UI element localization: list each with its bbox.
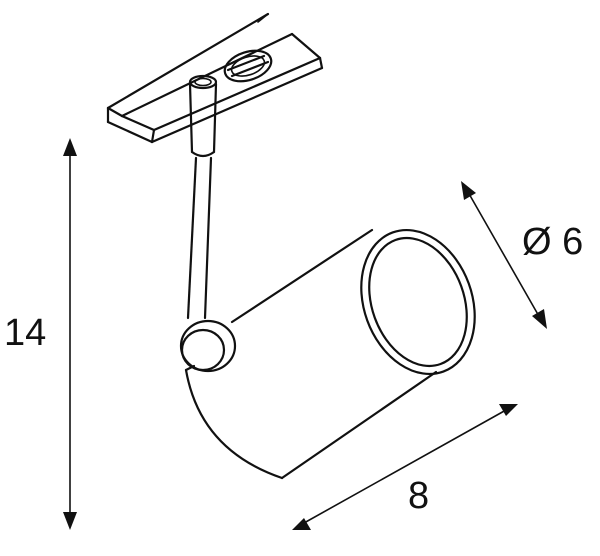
track-rail: [106, 12, 324, 144]
arrow-up-left-icon: [461, 181, 476, 200]
diameter-dimension: [461, 181, 547, 329]
lamp-cylinder: [184, 228, 438, 480]
arrow-down-right-icon: [532, 309, 547, 329]
arrow-down-left-icon: [292, 518, 311, 530]
stem-rod: [186, 74, 218, 320]
length-dimension: [292, 404, 518, 530]
adapter-screw: [223, 49, 273, 83]
joint-knob: [179, 319, 237, 373]
height-dimension: [63, 138, 77, 530]
length-label: 8: [408, 475, 429, 517]
height-label: 14: [4, 312, 46, 354]
arrow-up-right-icon: [499, 404, 518, 416]
lamp-front-opening: [360, 228, 476, 376]
diameter-label: Ø 6: [522, 221, 583, 263]
arrow-down-icon: [63, 512, 77, 530]
arrow-up-icon: [63, 138, 77, 156]
